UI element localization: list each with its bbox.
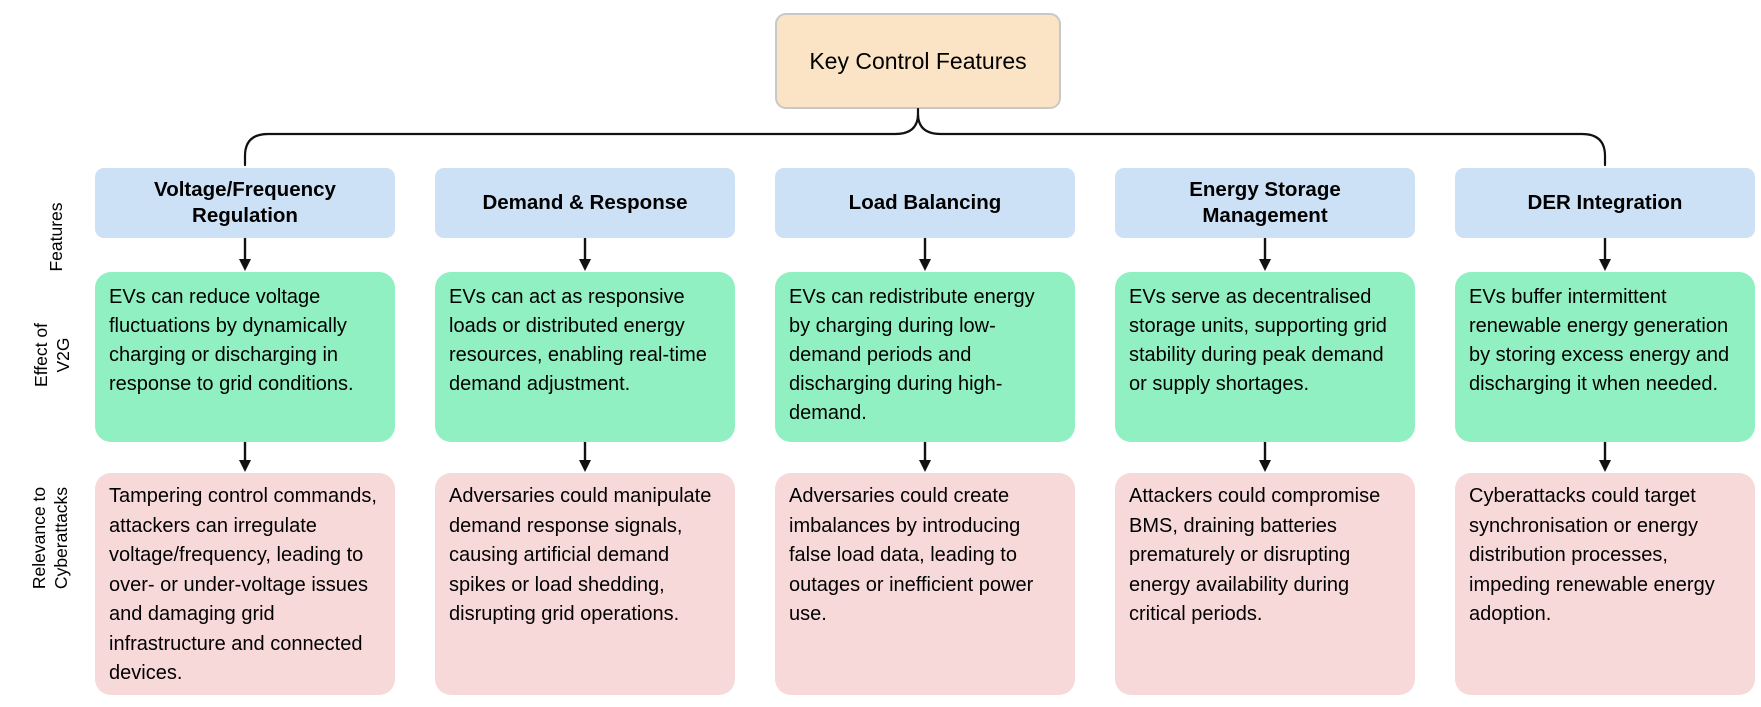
effect-to-risk-connector (1595, 442, 1615, 473)
feature-header: Demand & Response (435, 168, 735, 238)
down-arrow-icon (1259, 238, 1271, 271)
column-der-integration: DER Integration EVs buffer intermittent … (1455, 168, 1755, 695)
down-arrow-icon (1599, 442, 1611, 472)
effect-node: EVs can act as responsive loads or distr… (435, 272, 735, 442)
cyberattack-node: Adversaries could manipulate demand resp… (435, 473, 735, 695)
down-arrow-icon (239, 442, 251, 472)
header-to-effect-connector (915, 238, 935, 272)
header-to-effect-connector (1595, 238, 1615, 272)
cyberattack-node: Attackers could compromise BMS, draining… (1115, 473, 1415, 695)
down-arrow-icon (579, 238, 591, 271)
feature-header-label: Voltage/Frequency Regulation (154, 178, 336, 227)
effect-node: EVs buffer intermittent renewable energy… (1455, 272, 1755, 442)
down-arrow-icon (1259, 442, 1271, 472)
down-arrow-icon (579, 442, 591, 472)
row-label-relevance-to-cyberattacks: Relevance to Cyberattacks (29, 486, 71, 590)
effect-node: EVs can reduce voltage fluctuations by d… (95, 272, 395, 442)
down-arrow-icon (919, 238, 931, 271)
feature-header: DER Integration (1455, 168, 1755, 238)
cyberattack-node: Adversaries could create imbalances by i… (775, 473, 1075, 695)
column-load-balancing: Load Balancing EVs can redistribute ener… (775, 168, 1075, 695)
effect-to-risk-connector (575, 442, 595, 473)
feature-header-label: DER Integration (1527, 191, 1683, 214)
effect-to-risk-connector (235, 442, 255, 473)
header-to-effect-connector (1255, 238, 1275, 272)
effect-to-risk-connector (1255, 442, 1275, 473)
row-label-features: Features (46, 202, 66, 272)
feature-header: Energy Storage Management (1115, 168, 1415, 238)
effect-node: EVs can redistribute energy by charging … (775, 272, 1075, 442)
cyberattack-node: Tampering control commands, attackers ca… (95, 473, 395, 695)
effect-node: EVs serve as decentralised storage units… (1115, 272, 1415, 442)
feature-header-label: Energy Storage Management (1189, 178, 1341, 227)
column-demand-and-response: Demand & Response EVs can act as respons… (435, 168, 735, 695)
feature-header: Load Balancing (775, 168, 1075, 238)
header-to-effect-connector (235, 238, 255, 272)
column-energy-storage-management: Energy Storage Management EVs serve as d… (1115, 168, 1415, 695)
column-voltage-frequency-regulation: Voltage/Frequency Regulation EVs can red… (95, 168, 395, 695)
feature-columns: Voltage/Frequency Regulation EVs can red… (95, 168, 1755, 695)
down-arrow-icon (239, 238, 251, 271)
header-to-effect-connector (575, 238, 595, 272)
effect-to-risk-connector (915, 442, 935, 473)
root-node: Key Control Features (775, 13, 1061, 109)
feature-header-label: Load Balancing (848, 191, 1002, 214)
down-arrow-icon (1599, 238, 1611, 271)
down-arrow-icon (919, 442, 931, 472)
cyberattack-node: Cyberattacks could target synchronisatio… (1455, 473, 1755, 695)
feature-header: Voltage/Frequency Regulation (95, 168, 395, 238)
feature-header-label: Demand & Response (482, 191, 688, 214)
row-label-effect-of-v2g: Effect of V2G (31, 323, 73, 387)
